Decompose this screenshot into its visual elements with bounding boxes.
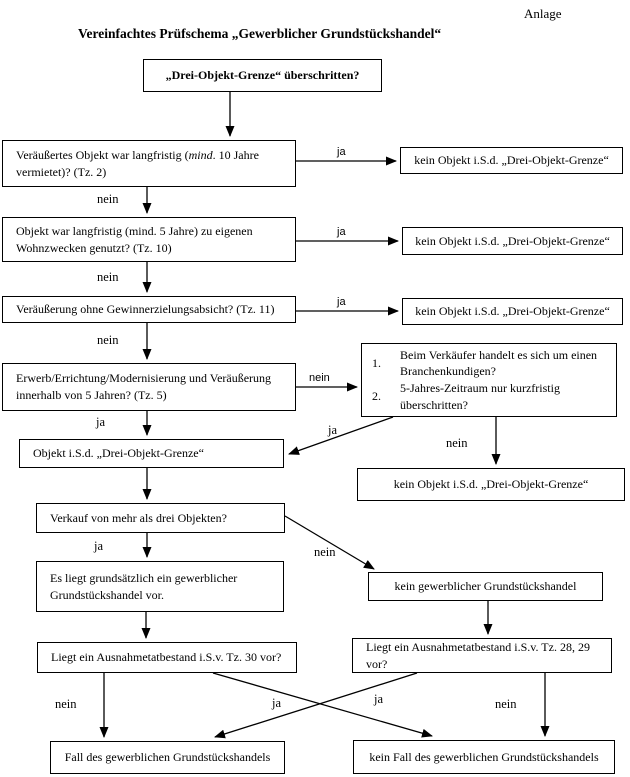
edge-label-nein-8: nein xyxy=(495,697,517,711)
arrow-ex30-ja xyxy=(212,672,433,738)
side-check-item2-text: 5-Jahres-Zeitraum nur kurzfristig übersc… xyxy=(400,381,560,412)
edge-label-ja-8: ja xyxy=(374,692,384,706)
edge-label-ja-2: ja xyxy=(337,226,346,238)
page-title: Vereinfachtes Prüfschema „Gewerblicher G… xyxy=(78,26,442,41)
node-object-yes: Objekt i.S.d. „Drei-Objekt-Grenze“ xyxy=(19,439,284,468)
edge-label-ja-1: ja xyxy=(337,146,346,158)
arrow-ex2829-ja xyxy=(214,672,418,739)
node-question-own-use: Objekt war langfristig (mind. 5 Jahre) z… xyxy=(2,217,296,262)
node-question-no-profit-label: Veräußerung ohne Gewinnerzielungsabsicht… xyxy=(16,302,275,317)
corner-annotation: Anlage xyxy=(524,6,562,21)
node-final-case-label: Fall des gewerblichen Grundstückshandels xyxy=(64,750,271,765)
node-question-rented: Veräußertes Objekt war langfristig (mind… xyxy=(2,140,296,187)
edge-label-ja-7: ja xyxy=(272,696,282,710)
arrow-side-ja xyxy=(288,416,394,455)
node-not-commercial: kein gewerblicher Grundstückshandel xyxy=(368,572,603,601)
node-start: „Drei-Objekt-Grenze“ überschritten? xyxy=(143,59,382,92)
side-check-item2-number: 2. xyxy=(372,389,381,404)
edge-label-ja-5: ja xyxy=(328,423,338,437)
edge-label-ja-4: ja xyxy=(96,415,106,429)
node-no-object-1: kein Objekt i.S.d. „Drei-Objekt-Grenze“ xyxy=(400,147,623,174)
node-object-yes-label: Objekt i.S.d. „Drei-Objekt-Grenze“ xyxy=(33,446,204,461)
edge-label-nein-6: nein xyxy=(314,545,336,559)
node-no-object-2: kein Objekt i.S.d. „Drei-Objekt-Grenze“ xyxy=(402,227,623,255)
edge-label-nein-7: nein xyxy=(55,697,77,711)
edge-label-nein-3: nein xyxy=(97,333,119,347)
node-question-more-than-three-label: Verkauf von mehr als drei Objekten? xyxy=(50,510,227,525)
node-question-five-years: Erwerb/Errichtung/Modernisierung und Ver… xyxy=(2,363,296,411)
node-question-exception-30: Liegt ein Ausnahmetatbestand i.S.v. Tz. … xyxy=(37,642,297,673)
node-question-exception-30-label: Liegt ein Ausnahmetatbestand i.S.v. Tz. … xyxy=(51,650,282,665)
node-final-no-case: kein Fall des gewerblichen Grundstücksha… xyxy=(353,740,615,774)
node-no-object-3: kein Objekt i.S.d. „Drei-Objekt-Grenze“ xyxy=(402,298,623,325)
node-question-five-years-label: Erwerb/Errichtung/Modernisierung und Ver… xyxy=(16,371,272,402)
edge-label-nein-4: nein xyxy=(309,372,330,384)
node-question-exception-28-29: Liegt ein Ausnahmetatbestand i.S.v. Tz. … xyxy=(352,638,612,673)
node-not-commercial-label: kein gewerblicher Grundstückshandel xyxy=(394,579,577,594)
node-side-check: 1. Beim Verkäufer handelt es sich um ein… xyxy=(361,343,617,417)
node-no-object-3-label: kein Objekt i.S.d. „Drei-Objekt-Grenze“ xyxy=(415,304,610,319)
node-no-object-4-label: kein Objekt i.S.d. „Drei-Objekt-Grenze“ xyxy=(393,477,589,492)
node-commercial-label: Es liegt grundsätzlich ein gewerblicher … xyxy=(50,570,238,602)
edge-label-ja-3: ja xyxy=(337,296,346,308)
edge-label-nein-5: nein xyxy=(446,436,468,450)
node-question-no-profit: Veräußerung ohne Gewinnerzielungsabsicht… xyxy=(2,296,296,323)
node-question-own-use-label: Objekt war langfristig (mind. 5 Jahre) z… xyxy=(16,223,253,255)
side-check-item1-number: 1. xyxy=(372,356,381,371)
edge-label-nein-2: nein xyxy=(97,270,119,284)
node-no-object-2-label: kein Objekt i.S.d. „Drei-Objekt-Grenze“ xyxy=(415,233,610,248)
side-check-item1-text: Beim Verkäufer handelt es sich um einen … xyxy=(400,347,598,379)
node-no-object-4: kein Objekt i.S.d. „Drei-Objekt-Grenze“ xyxy=(357,468,625,501)
node-question-more-than-three: Verkauf von mehr als drei Objekten? xyxy=(36,503,285,533)
edge-label-nein-1: nein xyxy=(97,192,119,206)
node-final-no-case-label: kein Fall des gewerblichen Grundstücksha… xyxy=(369,749,599,764)
edge-label-ja-6: ja xyxy=(94,539,104,553)
node-question-rented-label: Veräußertes Objekt war langfristig (mind… xyxy=(16,147,259,179)
node-final-case: Fall des gewerblichen Grundstückshandels xyxy=(50,741,285,774)
node-start-label: „Drei-Objekt-Grenze“ überschritten? xyxy=(165,68,360,83)
node-commercial: Es liegt grundsätzlich ein gewerblicher … xyxy=(36,561,284,612)
node-question-exception-28-29-label: Liegt ein Ausnahmetatbestand i.S.v. Tz. … xyxy=(366,639,590,671)
node-no-object-1-label: kein Objekt i.S.d. „Drei-Objekt-Grenze“ xyxy=(414,153,609,168)
arrow-q5-nein xyxy=(284,515,375,570)
